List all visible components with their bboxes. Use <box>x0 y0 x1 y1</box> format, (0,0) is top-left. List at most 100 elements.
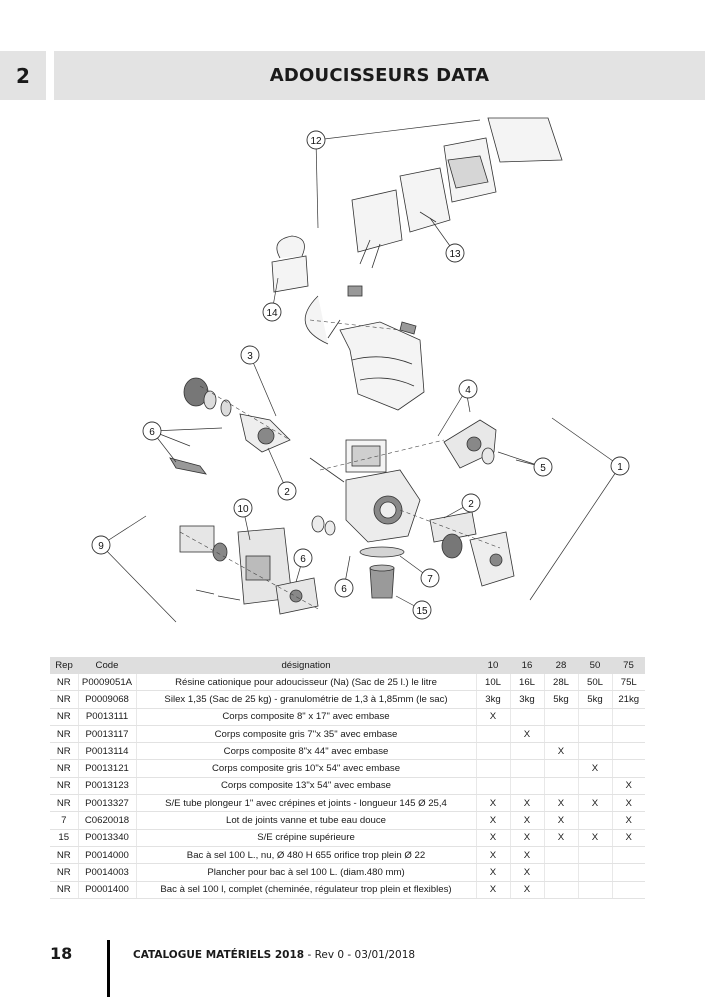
cell-size-75 <box>611 846 645 865</box>
cell-size-10: X <box>475 708 510 726</box>
cell-size-50: 5kg <box>577 690 612 709</box>
cell-designation: S/E crépine supérieure <box>135 829 476 847</box>
footer-caption: CATALOGUE MATÉRIELS 2018 - Rev 0 - 03/01… <box>133 949 415 961</box>
cell-size-28: X <box>543 811 578 830</box>
callout-label: 15 <box>416 606 428 617</box>
cell-size-28: X <box>543 742 578 761</box>
cell-size-50 <box>577 881 612 899</box>
cell-rep: NR <box>50 863 78 882</box>
cell-code: P0013121 <box>77 759 136 778</box>
cell-size-75: 75L <box>611 674 645 692</box>
callout-6: 6 <box>293 548 313 568</box>
callout-12: 12 <box>306 130 326 150</box>
control-panel-parts <box>271 117 563 411</box>
cell-size-50 <box>577 742 612 761</box>
cell-code: P0014003 <box>77 863 136 882</box>
cell-rep: NR <box>50 708 78 726</box>
cell-size-50 <box>577 846 612 865</box>
cell-size-16 <box>509 742 544 761</box>
callout-label: 13 <box>449 249 461 260</box>
cell-size-28: 5kg <box>543 690 578 709</box>
callout-2: 2 <box>277 481 297 501</box>
header-designation: désignation <box>136 657 476 674</box>
cell-size-16: 3kg <box>509 690 544 709</box>
cell-code: P0013340 <box>77 829 136 847</box>
cell-size-50 <box>577 725 612 744</box>
cell-size-50: X <box>577 829 612 847</box>
cell-size-75 <box>611 742 645 761</box>
cell-rep: NR <box>50 759 78 778</box>
callout-label: 14 <box>266 308 278 319</box>
cell-size-16 <box>509 708 544 726</box>
cell-size-28 <box>543 725 578 744</box>
revision-label: - Rev 0 - 03/01/2018 <box>304 949 416 961</box>
callout-6: 6 <box>142 421 162 441</box>
page-title: ADOUCISSEURS DATA <box>54 51 705 100</box>
page-number: 18 <box>50 944 73 963</box>
callout-6: 6 <box>334 578 354 598</box>
cell-designation: Résine cationique pour adoucisseur (Na) … <box>135 674 476 692</box>
cell-designation: Corps composite gris 7"x 35" avec embase <box>135 725 476 744</box>
callout-15: 15 <box>412 600 432 620</box>
cell-size-16: X <box>509 725 544 744</box>
cell-size-75 <box>611 759 645 778</box>
header-size-75: 75 <box>612 657 645 674</box>
callout-label: 12 <box>310 136 322 147</box>
cell-size-10: 10L <box>475 674 510 692</box>
footer-divider <box>107 940 110 997</box>
cell-rep: NR <box>50 846 78 865</box>
cell-size-50 <box>577 811 612 830</box>
cell-size-28 <box>543 759 578 778</box>
cell-designation: Bac à sel 100 l, complet (cheminée, régu… <box>135 881 476 899</box>
cell-size-75 <box>611 725 645 744</box>
header-size-28: 28 <box>544 657 578 674</box>
cell-rep: NR <box>50 690 78 709</box>
cell-rep: NR <box>50 794 78 813</box>
cell-size-10: X <box>475 811 510 830</box>
callout-label: 3 <box>247 351 253 362</box>
cell-rep: NR <box>50 674 78 692</box>
cell-rep: 7 <box>50 811 78 830</box>
cell-code: P0013327 <box>77 794 136 813</box>
cell-size-10 <box>475 725 510 744</box>
cell-size-28: X <box>543 829 578 847</box>
header-rep: Rep <box>50 657 78 674</box>
cell-size-50: 50L <box>577 674 612 692</box>
callout-1: 1 <box>610 456 630 476</box>
cell-size-10: 3kg <box>475 690 510 709</box>
catalogue-label: CATALOGUE MATÉRIELS 2018 <box>133 949 305 961</box>
cell-rep: NR <box>50 725 78 744</box>
cell-designation: Corps composite 13"x 54" avec embase <box>135 777 476 796</box>
cell-size-16 <box>509 759 544 778</box>
cell-code: C0620018 <box>77 811 136 830</box>
cell-size-10 <box>475 777 510 796</box>
cell-size-28 <box>543 777 578 796</box>
callout-label: 1 <box>617 462 623 473</box>
cell-size-16: X <box>509 846 544 865</box>
cell-size-50: X <box>577 794 612 813</box>
cell-designation: Corps composite 8"x 44" avec embase <box>135 742 476 761</box>
callout-label: 2 <box>284 487 290 498</box>
cell-designation: Silex 1,35 (Sac de 25 kg) - granulométri… <box>135 690 476 709</box>
cell-size-10 <box>475 742 510 761</box>
cell-size-10: X <box>475 846 510 865</box>
callout-14: 14 <box>262 302 282 322</box>
callout-label: 10 <box>237 504 249 515</box>
cell-designation: S/E tube plongeur 1" avec crépines et jo… <box>135 794 476 813</box>
cell-designation: Corps composite gris 10"x 54" avec embas… <box>135 759 476 778</box>
header-size-16: 16 <box>510 657 544 674</box>
valve-body <box>309 439 421 543</box>
cell-size-16: X <box>509 829 544 847</box>
chapter-number: 2 <box>0 51 46 100</box>
cell-size-28: 28L <box>543 674 578 692</box>
cell-size-16: X <box>509 794 544 813</box>
brine-valve-assembly <box>429 419 515 587</box>
callout-2: 2 <box>461 493 481 513</box>
